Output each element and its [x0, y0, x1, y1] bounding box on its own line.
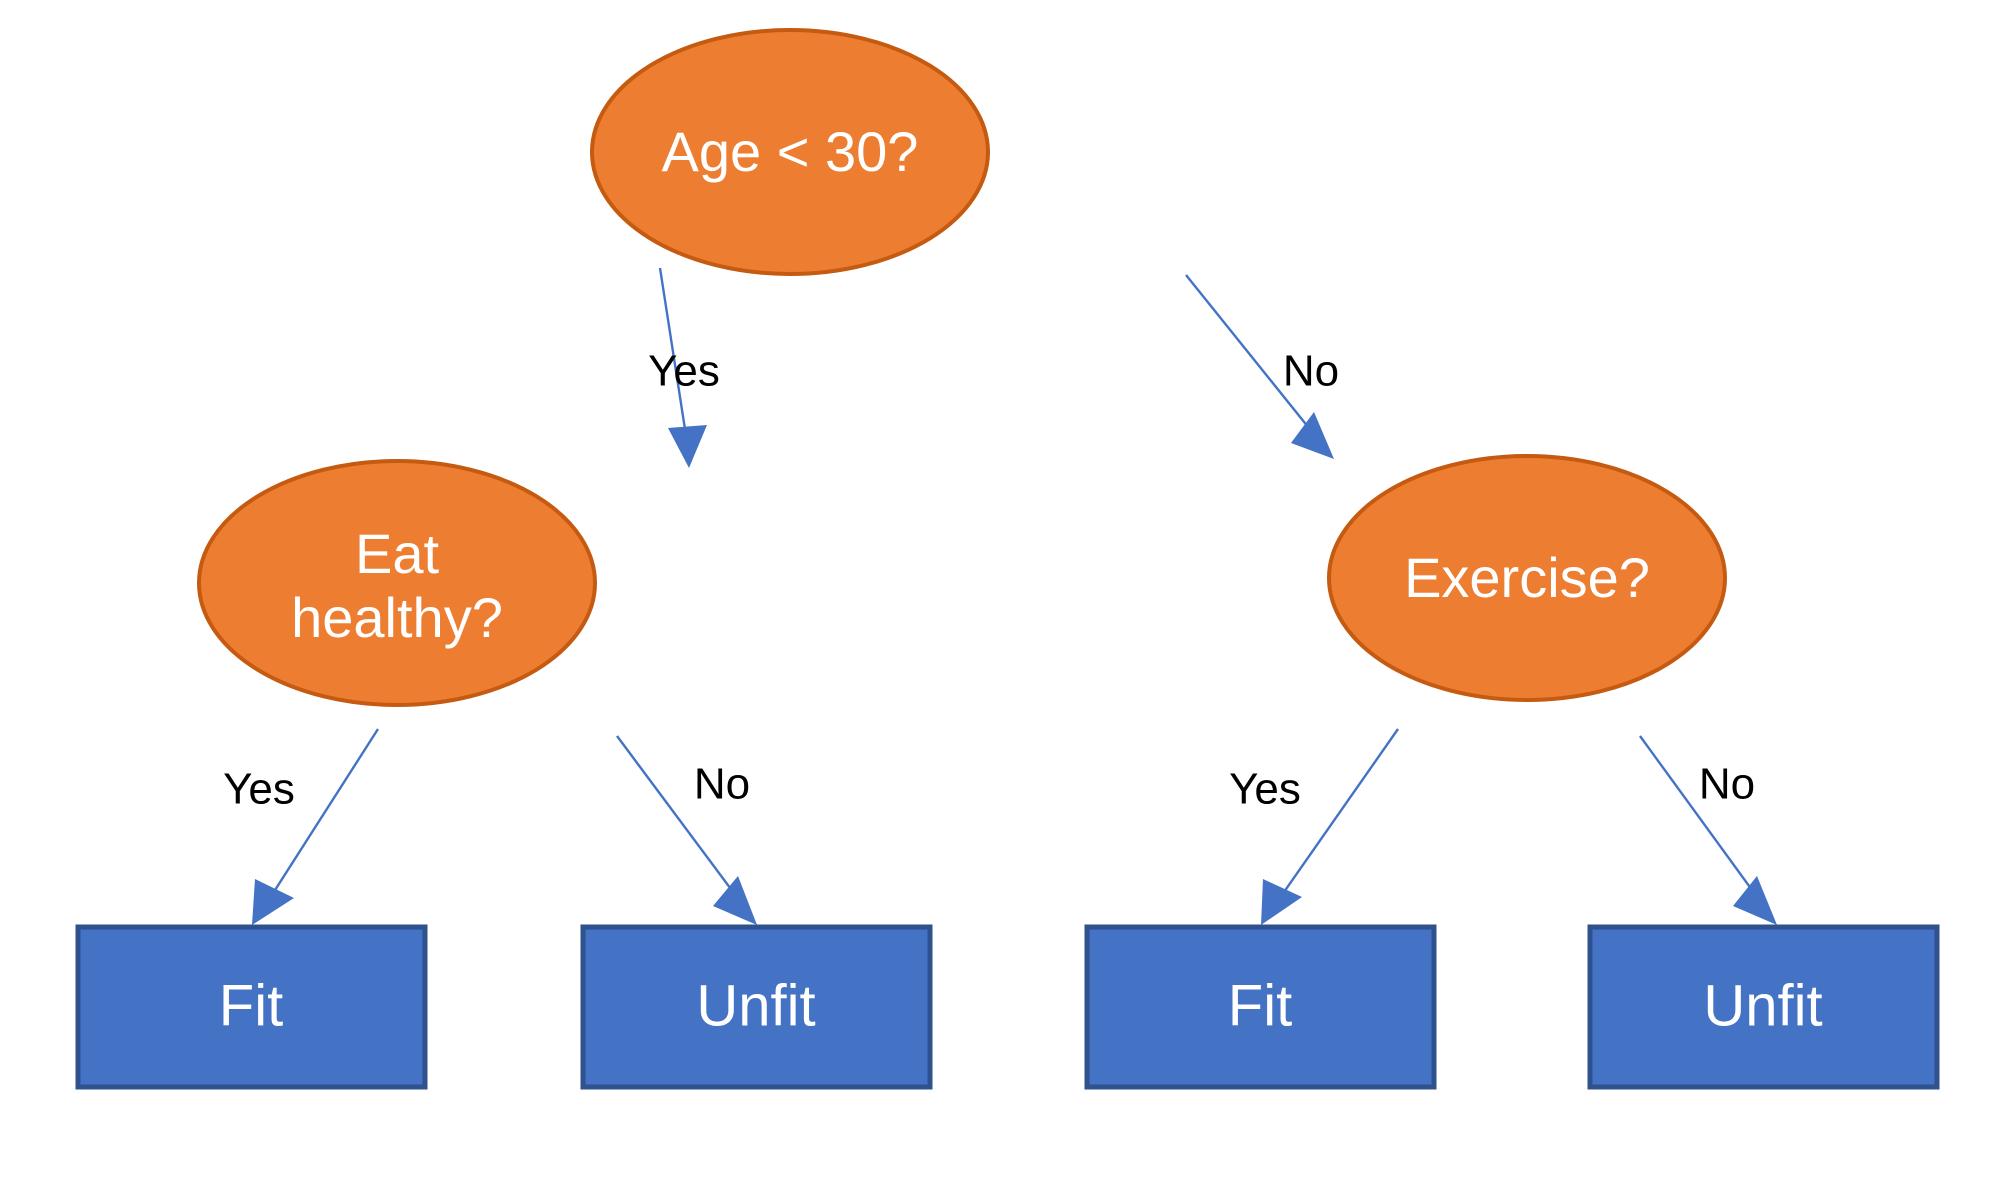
leaf-unfit-right-label: Unfit — [1703, 973, 1822, 1038]
edge-root-yes — [658, 267, 707, 468]
edge-eat-no-arrowhead — [713, 876, 757, 925]
node-root[interactable]: Age < 30? — [590, 28, 990, 276]
edge-label-ex-no: No — [1699, 760, 1755, 809]
exercise-label: Exercise? — [1404, 546, 1650, 609]
node-leaf-unfit-left[interactable]: Unfit — [580, 924, 933, 1090]
eat-healthy-label-line1: Eat — [355, 522, 439, 585]
edge-eat-no — [616, 735, 757, 925]
node-eat-healthy[interactable]: Eat healthy? — [197, 459, 597, 707]
edge-root-no — [1185, 274, 1334, 459]
edge-ex-no-line — [1639, 735, 1769, 913]
edge-label-ex-yes: Yes — [1229, 765, 1301, 814]
edge-root-no-line — [1185, 274, 1326, 449]
node-leaf-unfit-right[interactable]: Unfit — [1587, 924, 1940, 1090]
edge-eat-yes — [252, 728, 380, 925]
edge-label-eat-yes: Yes — [223, 765, 295, 814]
edge-ex-yes — [1261, 728, 1399, 925]
leaf-fit-right-rect[interactable] — [1084, 924, 1437, 1090]
edge-eat-yes-line — [259, 728, 380, 913]
edge-root-yes-arrowhead — [668, 425, 707, 468]
edge-ex-yes-arrowhead — [1261, 879, 1302, 925]
node-exercise[interactable]: Exercise? — [1327, 454, 1727, 702]
node-leaf-fit-right[interactable]: Fit — [1084, 924, 1437, 1090]
eat-healthy-label-line2: healthy? — [291, 586, 503, 649]
edge-ex-no-arrowhead — [1733, 876, 1777, 925]
edge-eat-no-line — [616, 735, 749, 913]
leaf-fit-left-label: Fit — [219, 973, 283, 1038]
edge-ex-no — [1639, 735, 1777, 925]
root-label: Age < 30? — [662, 120, 919, 183]
edge-root-no-arrowhead — [1291, 412, 1334, 459]
edge-eat-yes-arrowhead — [252, 879, 294, 925]
edge-ex-yes-line — [1269, 728, 1399, 913]
edge-root-yes-line — [658, 267, 691, 456]
eat-healthy-ellipse[interactable] — [197, 459, 597, 707]
exercise-ellipse[interactable] — [1327, 454, 1727, 702]
edge-label-eat-no: No — [694, 760, 750, 809]
leaf-unfit-right-rect[interactable] — [1587, 924, 1940, 1090]
leaf-fit-right-label: Fit — [1228, 973, 1292, 1038]
edge-label-root-no: No — [1283, 347, 1339, 396]
leaf-fit-left-rect[interactable] — [75, 924, 428, 1090]
leaf-unfit-left-rect[interactable] — [580, 924, 933, 1090]
leaf-unfit-left-label: Unfit — [696, 973, 815, 1038]
node-leaf-fit-left[interactable]: Fit — [75, 924, 428, 1090]
root-ellipse[interactable] — [590, 28, 990, 276]
edge-label-root-yes: Yes — [648, 347, 720, 396]
